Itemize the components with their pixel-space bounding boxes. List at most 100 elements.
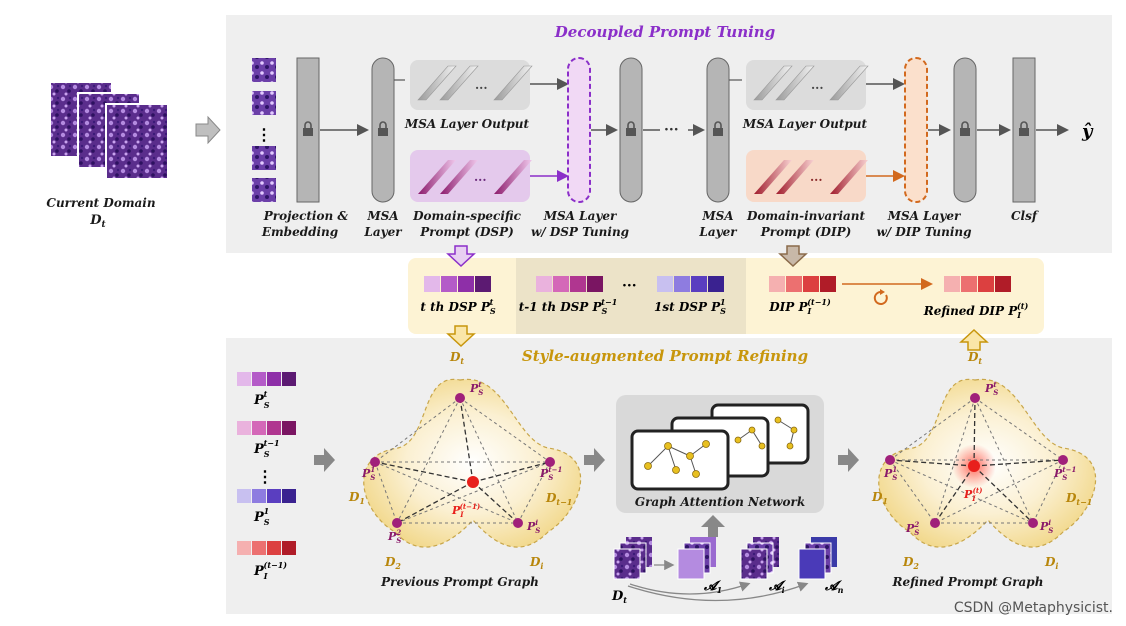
dip-squares <box>769 276 836 292</box>
msa2-label-2: Layer <box>698 225 738 239</box>
watermark: CSDN @Metaphysicist. <box>954 600 1113 616</box>
gat-graph-cards <box>630 403 810 491</box>
t1-dsp-squares <box>536 276 603 292</box>
msa-output-label-1: MSA Layer Output <box>404 117 530 131</box>
input-label: Current Domain <box>46 196 155 210</box>
legend-pt1-squares <box>237 421 296 435</box>
msa-dip-label-2: w/ DIP Tuning <box>876 225 971 239</box>
msa-dsp-label-2: w/ DSP Tuning <box>531 225 629 239</box>
first-dsp-squares <box>657 276 724 292</box>
svg-text:···: ··· <box>810 173 823 187</box>
input-domain: Dt <box>89 213 106 230</box>
dip-label-2: Prompt (DIP) <box>760 225 852 239</box>
svg-text:⋮: ⋮ <box>256 125 272 144</box>
ref-domain-di: Di <box>1044 555 1058 571</box>
legend-arrow <box>314 448 335 472</box>
lock-icon <box>378 121 388 136</box>
refresh-icon <box>873 289 888 305</box>
augment-an-stack <box>798 537 837 580</box>
feature-slabs: ··· <box>753 65 869 101</box>
refined-prompt-graph <box>878 378 1097 548</box>
svg-text:···: ··· <box>811 81 824 95</box>
t-dsp-label: t th DSP PSt <box>420 297 495 316</box>
dsp-label: Domain-specific <box>412 209 522 223</box>
augment-dt-stack <box>613 537 652 580</box>
svg-text:···: ··· <box>474 173 487 187</box>
augment-a1-stack <box>677 537 716 580</box>
prev-domain-d1: D1 <box>348 490 365 506</box>
dip-slabs: ··· <box>754 160 868 194</box>
lock-icon <box>626 121 636 136</box>
clsf-label: Clsf <box>1011 209 1039 223</box>
prev-node-p1: PS1 <box>361 465 375 482</box>
projection-label-2: Embedding <box>261 225 338 239</box>
msa-dip-layer <box>904 57 928 203</box>
legend-p1-label: PS1 <box>253 506 270 527</box>
msa1-label: MSA <box>366 209 398 223</box>
augment-curve-1 <box>629 581 751 595</box>
t-dsp-squares <box>424 276 491 292</box>
dip-down-arrow <box>778 245 808 268</box>
dip-label: Domain-invariant <box>746 209 866 223</box>
ref-domain-dtm1: Dt−1 <box>1065 491 1092 507</box>
ref-node-pt: PSt <box>984 380 998 397</box>
msa2-label: MSA <box>701 209 733 223</box>
gat-label: Graph Attention Network <box>635 495 805 509</box>
dip-bank-label: DIP PI(t−1) <box>768 297 831 316</box>
style-title: Style-augmented Prompt Refining <box>522 347 808 365</box>
lock-icon <box>303 121 313 136</box>
legend-pt-squares <box>237 372 296 386</box>
input-images <box>49 81 169 180</box>
first-dsp-label: 1st DSP PS1 <box>654 297 726 316</box>
legend-p1-squares <box>237 489 296 503</box>
dsp-down-arrow <box>446 245 476 268</box>
legend-pi-squares <box>237 541 296 555</box>
ref-domain-dt: Dt <box>967 350 982 366</box>
prev-domain-dt: Dt <box>449 350 464 366</box>
dsp-slabs: ··· <box>418 160 532 194</box>
gat-up-arrow <box>701 515 725 537</box>
ref-node-p1: PS1 <box>883 465 897 482</box>
refined-graph-label: Refined Prompt Graph <box>892 575 1044 589</box>
feature-slabs: ··· <box>417 65 533 101</box>
msa-output-label-2: MSA Layer Output <box>742 117 868 131</box>
band-down-arrow-left <box>446 325 476 348</box>
prev-node-pt: PSt <box>469 380 483 397</box>
gat-out-arrow <box>838 448 859 472</box>
bank-ellipsis: ··· <box>622 278 637 294</box>
refined-dip-squares <box>944 276 1011 292</box>
prev-node-p2: PS2 <box>387 528 401 545</box>
gat-in-arrow <box>584 448 605 472</box>
augment-curve-2 <box>627 581 809 602</box>
output-label: ŷ <box>1081 121 1094 142</box>
legend-pt1-label: PSt−1 <box>253 438 280 459</box>
lock-icon <box>713 121 723 136</box>
msa-dsp-layer <box>567 57 591 203</box>
msa-dsp-label: MSA Layer <box>543 209 618 223</box>
augment-ai-stack <box>740 537 779 580</box>
legend-vdots: ⋮ <box>257 467 273 486</box>
prev-node-pi: PSi <box>526 518 540 535</box>
refined-dip-label: Refined DIP PI(t) <box>923 301 1029 320</box>
prev-domain-di: Di <box>529 555 543 571</box>
input-arrow <box>195 115 221 145</box>
ref-node-p2: PS2 <box>905 520 919 537</box>
msa1-label-2: Layer <box>363 225 403 239</box>
band-up-arrow-right <box>959 328 989 351</box>
patch-stack: ⋮ <box>252 58 276 202</box>
previous-graph-label: Previous Prompt Graph <box>380 575 539 589</box>
ref-node-pt1: PSt−1 <box>1053 465 1076 482</box>
dsp-label-2: Prompt (DSP) <box>419 225 514 239</box>
legend-pt-label: PSt <box>253 389 270 410</box>
prev-domain-dtm1: Dt−1 <box>545 491 572 507</box>
ref-domain-d2: D2 <box>902 555 919 571</box>
msa-dip-label: MSA Layer <box>887 209 962 223</box>
previous-prompt-graph <box>363 378 582 548</box>
prev-node-dip: PI(t−1) <box>451 502 480 519</box>
lock-icon <box>1019 121 1029 136</box>
prev-node-pt1: PSt−1 <box>539 465 562 482</box>
svg-text:···: ··· <box>475 81 488 95</box>
ref-node-pi: PSi <box>1039 518 1053 535</box>
lock-icon <box>960 121 970 136</box>
